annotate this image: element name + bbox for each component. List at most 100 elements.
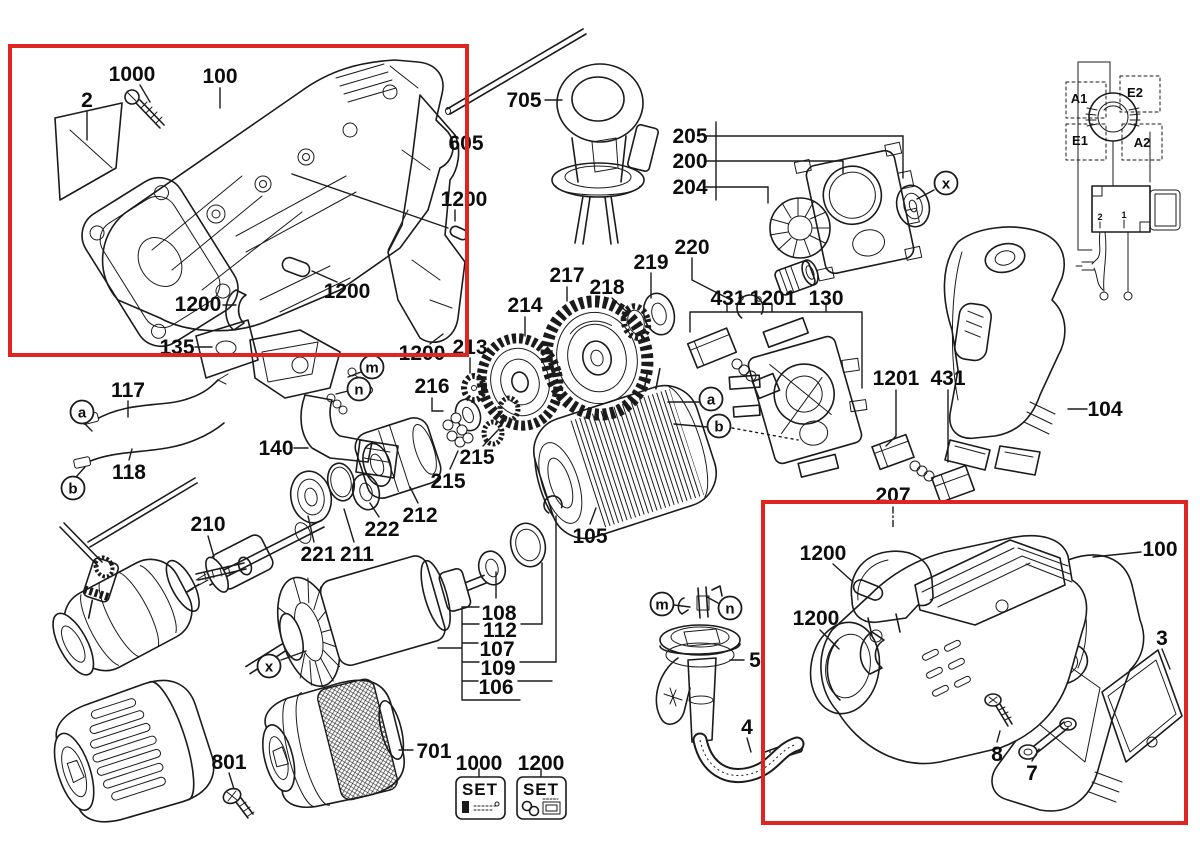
cord-grip-5 [655,585,741,743]
clip-1200-left [225,289,247,331]
part-label-219-10: 219 [633,251,668,274]
part-label-106-50: 106 [478,676,513,699]
terminal-label-a1: A1 [1071,91,1088,106]
bearing-bracket-200 [793,141,923,282]
svg-text:a: a [707,392,716,409]
part-label-140-26: 140 [258,437,293,460]
svg-text:a: a [78,405,87,422]
terminal-label-e1: E1 [1072,133,1088,148]
cable-4 [692,732,805,783]
part-label-1200-28: 1200 [175,293,222,316]
circled-label-x-6: x [933,170,959,196]
housing-right-half [809,534,1183,812]
svg-text:n: n [725,601,734,618]
circled-label-x-7: x [256,653,282,679]
part-label-108-46: 108 [481,602,516,625]
set-box-1000: SET [455,776,506,820]
part-label-212-19: 212 [402,504,437,527]
part-label-221-21: 221 [300,543,335,566]
part-label-1200-5: 1200 [441,188,488,211]
part-label-112-47: 112 [483,619,517,642]
part-label-1000-53: 1000 [456,752,503,775]
circled-label-b-1: b [60,475,86,501]
part-label-701-52: 701 [416,740,451,763]
selector-assembly-135 [195,319,373,415]
depth-rod-605 [445,28,587,115]
part-label-214-13: 214 [507,294,542,317]
chuck-key [59,477,198,619]
circled-label-b-5: b [706,413,732,439]
housing-left-half [81,59,466,348]
washer-and-balls-216 [442,398,482,448]
part-label-801-51: 801 [211,751,246,774]
circled-label-n-9: n [717,595,743,621]
spindle-210 [185,519,325,594]
armature [245,555,488,688]
part-label-100-2: 100 [202,65,237,88]
cap-207 [850,550,934,637]
circled-label-n-3: n [346,376,372,402]
gear-215-a [497,395,521,423]
part-label-105-30: 105 [572,525,607,548]
part-label-215-18: 215 [430,470,465,493]
part-label-5-44: 5 [749,649,761,672]
part-label-109-49: 109 [480,657,515,680]
washer-222 [351,473,381,511]
clamp-7 [1018,717,1077,760]
part-label-216-16: 216 [414,375,449,398]
part-label-104-36: 104 [1087,398,1122,421]
gear-215-b [481,419,505,447]
keyless-chuck-upper [52,558,200,676]
part-label-1201-32: 1201 [750,287,797,310]
spindle-screw-upper [93,555,253,581]
carbon-brush-right [871,433,976,504]
part-label-1000-1: 1000 [109,63,156,86]
part-label-200-7: 200 [672,150,707,173]
screw-801 [222,787,255,819]
highlight-boxes-layer [8,44,1188,825]
part-label-107-48: 107 [479,638,514,661]
svg-text:n: n [354,382,363,399]
carbon-brush-left [686,327,781,400]
bearing-205 [895,184,931,228]
bearing-block-212 [354,417,442,499]
grip-104 [943,226,1066,476]
ring-211 [326,462,356,502]
highlight-housing-left [8,44,469,357]
sleeve-204 [774,259,819,296]
part-label-220-9: 220 [674,236,709,259]
part-label-7-43: 7 [1026,762,1038,785]
svg-text:m: m [365,360,378,377]
snap-ring-220 [736,294,764,322]
part-label-100-40: 100 [1142,538,1177,561]
svg-text:x: x [942,176,951,193]
part-label-210-23: 210 [190,513,225,536]
part-label-1200-38: 1200 [800,542,847,565]
part-label-8-42: 8 [991,743,1003,766]
part-label-217-11: 217 [549,264,584,287]
pin-1200-mid [281,256,311,278]
part-label-3-41: 3 [1156,627,1168,650]
keyed-chuck-701 [262,678,405,808]
bearing-108 [477,550,507,586]
wire-118 [73,422,225,469]
switch-terminal-2: 2 [1097,212,1102,222]
wiring-diagram: A1 E2 E1 A2 2 1 [1065,61,1181,301]
leader-lines [75,84,1171,790]
part-label-1200-39: 1200 [793,607,840,630]
part-label-130-33: 130 [808,287,843,310]
svg-text:b: b [714,419,723,436]
pinion-213 [461,373,487,403]
label-plate-2 [54,102,123,201]
part-label-431-31: 431 [710,287,745,310]
circled-label-m-2: m [359,354,385,380]
snap-ring-109 [543,495,563,515]
switch-terminal-1: 1 [1121,210,1126,220]
part-label-705-3: 705 [506,89,541,112]
highlight-housing-right [761,500,1188,825]
motor-fan [769,197,831,259]
brush-holder-130 [728,317,868,478]
